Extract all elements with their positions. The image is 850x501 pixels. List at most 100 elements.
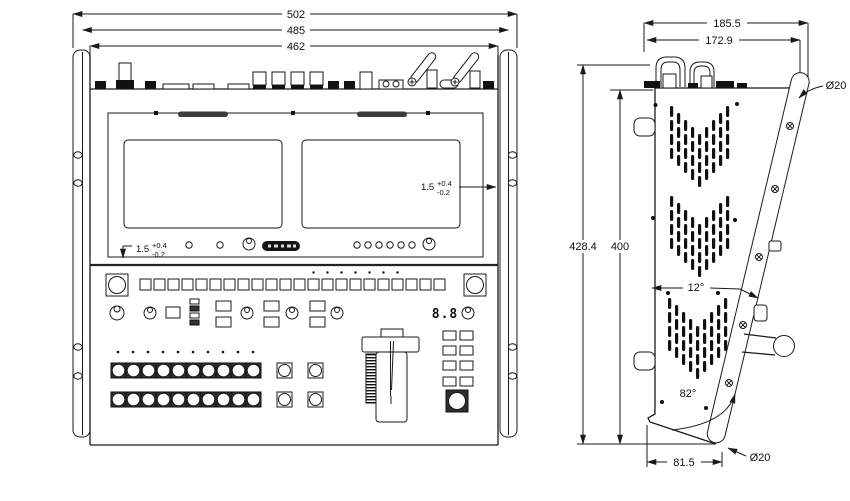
power-connector — [118, 62, 132, 83]
mounting-hole — [507, 372, 518, 380]
monitor-button — [375, 241, 383, 249]
monitor-button — [216, 241, 224, 249]
connector-block — [344, 81, 355, 89]
connector-block — [145, 81, 156, 89]
dim-label-462: 462 — [287, 41, 305, 53]
tol-nominal: 1.5 — [421, 182, 434, 193]
rotary-knob — [109, 305, 125, 321]
mounting-hole — [507, 179, 518, 187]
control-surface: 8.8 — [105, 271, 487, 423]
tol-minus: -0.2 — [152, 250, 165, 259]
panel-latch — [753, 304, 768, 322]
connector-block — [483, 81, 494, 89]
radius-note-bottom: Ø20 — [727, 447, 771, 464]
speaker-grille — [178, 111, 228, 117]
cut-button — [445, 389, 469, 413]
mounting-hole — [507, 151, 518, 159]
rotary-knob — [240, 306, 254, 320]
corner-button — [105, 273, 129, 297]
dim-label-400: 400 — [611, 241, 629, 253]
dim-front-width-mid: 485 — [81, 24, 510, 37]
port-strip — [192, 83, 215, 90]
bnc-connector — [290, 71, 305, 89]
segment-display: 8.8 — [432, 307, 458, 322]
rack-ear-right — [499, 49, 518, 438]
vent-chevron-group — [670, 106, 730, 187]
vent-chevron-group — [668, 298, 728, 379]
side-body — [633, 87, 798, 444]
rotary-knob — [285, 306, 299, 320]
dim-front-width-inner: 462 — [89, 40, 499, 58]
top-handles — [655, 56, 715, 87]
side-handle — [741, 333, 795, 357]
mounting-hole — [73, 372, 83, 380]
dim-side-depth-inner: 172.9 — [646, 34, 801, 86]
aux-button-grid — [442, 330, 474, 413]
program-button-row — [110, 362, 324, 379]
connector-box — [469, 70, 481, 89]
mounting-hole — [73, 343, 83, 351]
side-view: 185.5 172.9 428.4 400 — [563, 17, 846, 469]
tol-minus: -0.2 — [437, 188, 450, 197]
small-button — [263, 300, 280, 312]
mounting-hole — [73, 179, 83, 187]
dim-side-base: 81.5 — [646, 425, 723, 469]
small-button — [309, 300, 326, 312]
rack-ear-left — [72, 49, 91, 438]
brand-badge — [262, 241, 300, 251]
dim-label-81-5: 81.5 — [673, 457, 694, 469]
connector-block — [328, 81, 339, 89]
rotary-knob — [330, 306, 344, 320]
rotary-knob — [461, 306, 475, 320]
radius-label-bottom: Ø20 — [750, 452, 771, 464]
mounting-hole — [73, 151, 83, 159]
connector-box — [359, 71, 373, 90]
right-monitor-screen — [301, 139, 461, 229]
tolerance-note-left: 1.5 +0.4 -0.2 — [120, 241, 167, 259]
program-led-row — [116, 350, 255, 354]
menu-button-row — [139, 271, 446, 291]
dim-label-428-4: 428.4 — [569, 241, 597, 253]
monitor-knob — [242, 237, 256, 251]
small-button — [263, 316, 280, 328]
small-button — [215, 300, 232, 312]
tol-plus: +0.4 — [152, 241, 167, 250]
front-panel-edge — [706, 72, 810, 444]
dim-side-height-outer: 428.4 — [563, 64, 650, 445]
small-button — [309, 316, 326, 328]
monitor-button — [397, 241, 405, 249]
tol-nominal: 1.5 — [136, 244, 149, 255]
dim-label-172-9: 172.9 — [705, 35, 733, 47]
bnc-connector — [309, 71, 324, 89]
dim-label-485: 485 — [287, 25, 305, 37]
monitor-button — [364, 241, 372, 249]
connector-block — [116, 80, 134, 89]
angle-note-base: 82° — [671, 387, 736, 431]
port-strip — [162, 83, 190, 90]
bnc-connector — [271, 71, 286, 89]
tolerance-note-right: 1.5 +0.4 -0.2 — [421, 179, 497, 197]
t-bar-fader — [361, 328, 420, 423]
transition-button — [307, 391, 324, 408]
dip-switch-stack — [189, 298, 200, 326]
angle-label-82: 82° — [680, 388, 697, 400]
transition-button — [307, 362, 324, 379]
speaker-grille — [357, 111, 407, 117]
side-tab — [633, 117, 656, 137]
panel-stub — [768, 240, 782, 252]
small-button — [215, 316, 232, 328]
vent-chevron-group — [670, 196, 730, 277]
mounting-hole — [507, 343, 518, 351]
monitor-button — [386, 241, 394, 249]
monitor-button — [185, 241, 193, 249]
dim-label-185-5: 185.5 — [713, 18, 741, 30]
audio-jacks — [378, 79, 404, 90]
left-monitor-screen — [123, 139, 283, 229]
antenna-icon — [450, 52, 480, 87]
rotary-knob — [143, 306, 157, 320]
knob-row: 8.8 — [109, 298, 475, 328]
monitor-bezel — [107, 111, 484, 258]
radius-note-top: Ø20 — [798, 80, 846, 99]
